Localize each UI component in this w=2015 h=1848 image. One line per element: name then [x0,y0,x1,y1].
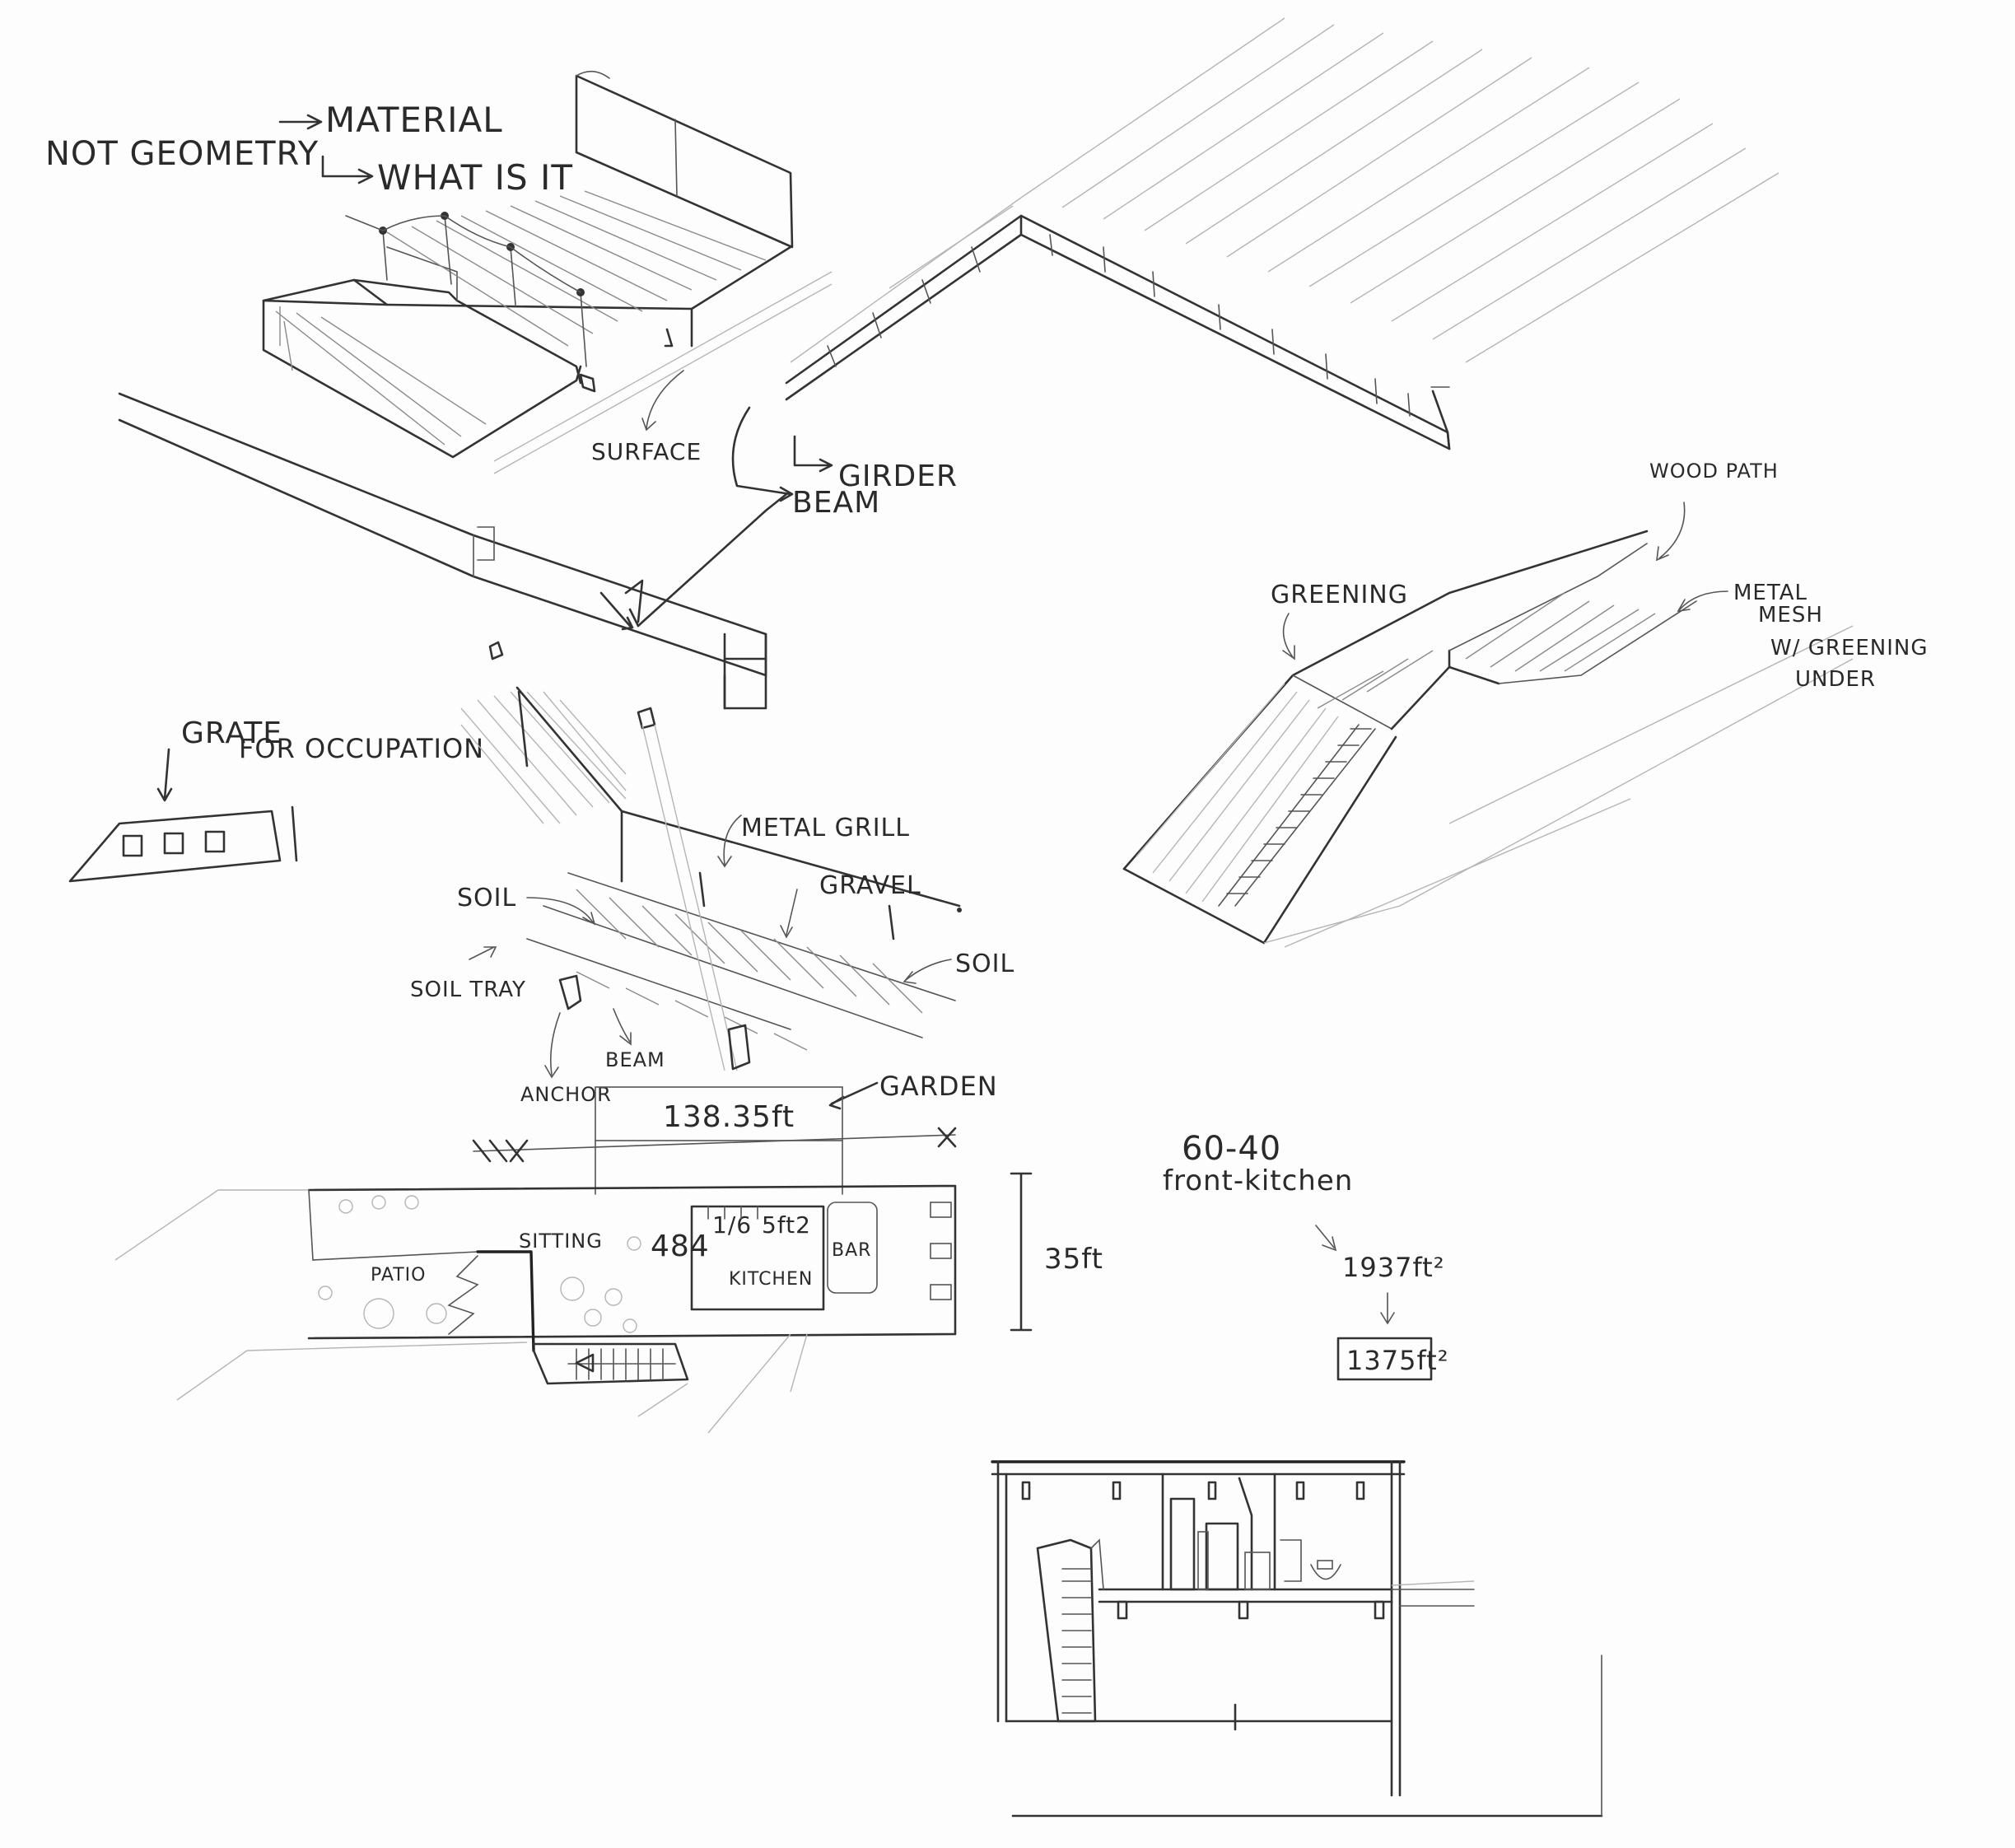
label-bar: BAR [832,1240,871,1261]
arrow-icon [1282,613,1295,660]
arrow-icon [469,946,497,960]
plan-area-c: 1/6 [712,1211,752,1239]
label-for-occupation: FOR OCCUPATION [239,733,484,764]
iso-greening-ramp [1122,530,1854,948]
label-under: UNDER [1795,667,1876,692]
iso-surface-planter [262,70,794,459]
label-w-greening: W/ GREENING [1770,636,1929,660]
arrow-icon [1656,502,1686,562]
plan-view: 138.35ft KITCHEN 484 1/6 5ft2 BAR PATIO [114,1086,1103,1434]
arrow-icon [278,114,323,130]
arrow-icon [1315,1225,1337,1252]
note-material-word: MATERIAL [325,100,503,140]
label-mesh: MESH [1758,603,1823,628]
label-soil-tray: SOIL TRAY [410,978,526,1002]
label-metal: METAL [1733,581,1807,605]
calc-ratio-caption: front-kitchen [1163,1164,1353,1197]
label-garden: GARDEN [879,1071,998,1102]
area-calculation: 60-40 front-kitchen 1937ft² 1375ft² [1163,1130,1449,1381]
arrow-icon [613,1008,632,1046]
arrow-icon [321,155,374,184]
label-soil-left: SOIL [457,884,516,912]
arrow-icon [526,897,596,926]
arrow-icon [641,370,684,432]
arrow-icon [717,814,742,868]
label-sitting: SITTING [519,1230,603,1253]
arrow-icon [828,1081,879,1110]
callouts-ramp: WOOD PATH GREENING METAL MESH W/ GREENIN… [1271,460,1929,692]
note-material: NOT GEOMETRY MATERIAL WHAT IS IT [45,100,573,198]
label-kitchen: KITCHEN [729,1269,813,1290]
arrow-icon [1380,1292,1395,1325]
building-section [991,1460,1603,1818]
label-beam-top: BEAM [792,486,880,520]
calc-result-area: 1375ft² [1346,1345,1449,1376]
iso-girder-structure [118,17,1779,730]
arrow-icon [156,748,173,802]
label-grate: GRATE [181,716,282,750]
label-greening: GREENING [1271,581,1408,609]
calc-ratio: 60-40 [1182,1130,1281,1168]
callouts-soil: METAL GRILL GRAVEL SOIL SOIL SOIL TRAY A… [410,591,1014,1110]
arrow-icon [780,889,798,939]
note-what-is-it: WHAT IS IT [377,157,573,198]
label-metal-grill: METAL GRILL [741,814,910,842]
label-wood-path: WOOD PATH [1649,460,1779,483]
label-anchor: ANCHOR [520,1083,612,1106]
plan-area-d: 5ft2 [762,1211,811,1239]
dim-length: 138.35ft [663,1100,795,1134]
label-soil-right: SOIL [955,950,1014,978]
label-girder: GIRDER [838,460,958,493]
arrow-icon [1677,590,1728,613]
label-patio: PATIO [371,1265,426,1286]
callouts-upper: SURFACE GIRDER BEAM [591,370,958,520]
plan-area-a: 484 [651,1230,710,1263]
calc-total-area: 1937ft² [1342,1252,1445,1283]
label-surface: SURFACE [591,438,702,465]
dim-width: 35ft [1044,1243,1103,1276]
grate-detail: GRATE FOR OCCUPATION [68,716,484,883]
arrow-icon [544,1012,561,1079]
label-beam-bottom: BEAM [605,1048,665,1071]
label-gravel: GRAVEL [819,871,921,900]
arrow-icon [793,435,833,473]
note-not-geometry: NOT GEOMETRY [45,135,319,173]
arrow-icon [731,406,794,502]
soil-tray-section [460,686,962,1071]
arrow-icon [599,591,634,631]
arrow-icon [903,959,952,984]
